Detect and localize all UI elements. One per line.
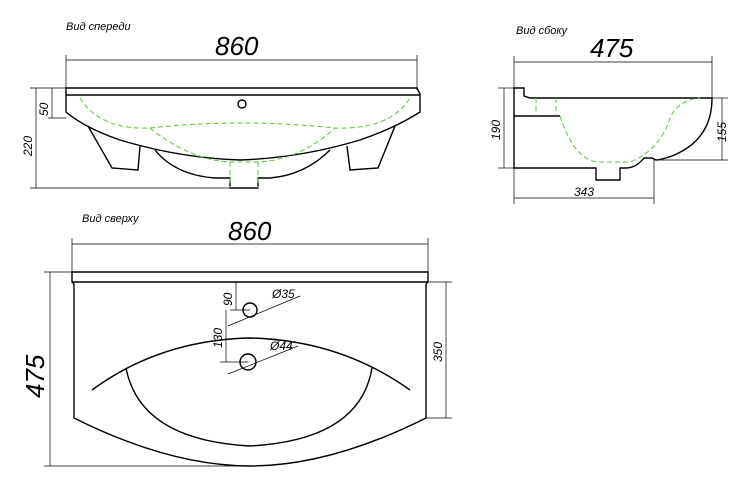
side-base-depth-label: 343	[574, 185, 594, 199]
front-view: Вид спереди 860 220 50	[21, 21, 421, 189]
top-hole-spacing-label: 130	[211, 328, 225, 348]
top-view: Вид сверху 860 Ø35 Ø44 90 130 475	[20, 213, 452, 467]
front-rim-outline	[65, 87, 421, 161]
top-body-outline	[71, 271, 429, 467]
side-body-outline	[513, 87, 713, 181]
top-tap-hole-leader	[227, 295, 301, 327]
top-inner-depth-label: 350	[431, 342, 445, 362]
top-depth-label: 475	[20, 354, 50, 398]
top-tap-hole-label: Ø35	[271, 287, 295, 301]
top-width-label: 860	[228, 216, 272, 246]
top-bowl-arc	[91, 337, 411, 391]
side-hidden-bowl	[535, 97, 701, 163]
front-width-label: 860	[215, 31, 259, 61]
top-drain-hole-label: Ø44	[269, 339, 293, 353]
top-drain-hole-leader	[227, 345, 299, 375]
front-rim-height-label: 50	[37, 102, 51, 116]
top-hole-offset-label: 90	[221, 292, 235, 306]
front-hidden-bowl-floor	[149, 127, 336, 163]
front-bowl-outline	[154, 149, 331, 189]
front-left-leg	[87, 125, 141, 171]
front-view-title: Вид спереди	[66, 21, 131, 33]
front-tap-hole	[237, 99, 247, 109]
side-view: Вид сбоку 475 190 155 343	[489, 25, 729, 204]
top-bowl-inner	[125, 367, 373, 447]
top-view-title: Вид сверху	[82, 213, 140, 225]
side-depth-label: 475	[590, 33, 634, 63]
side-view-title: Вид сбоку	[516, 25, 569, 37]
front-total-height-label: 220	[21, 136, 35, 157]
front-right-leg	[346, 125, 396, 171]
side-height-label: 190	[489, 120, 503, 140]
side-bowl-depth-label: 155	[715, 122, 729, 142]
front-hidden-bowl	[79, 97, 411, 129]
